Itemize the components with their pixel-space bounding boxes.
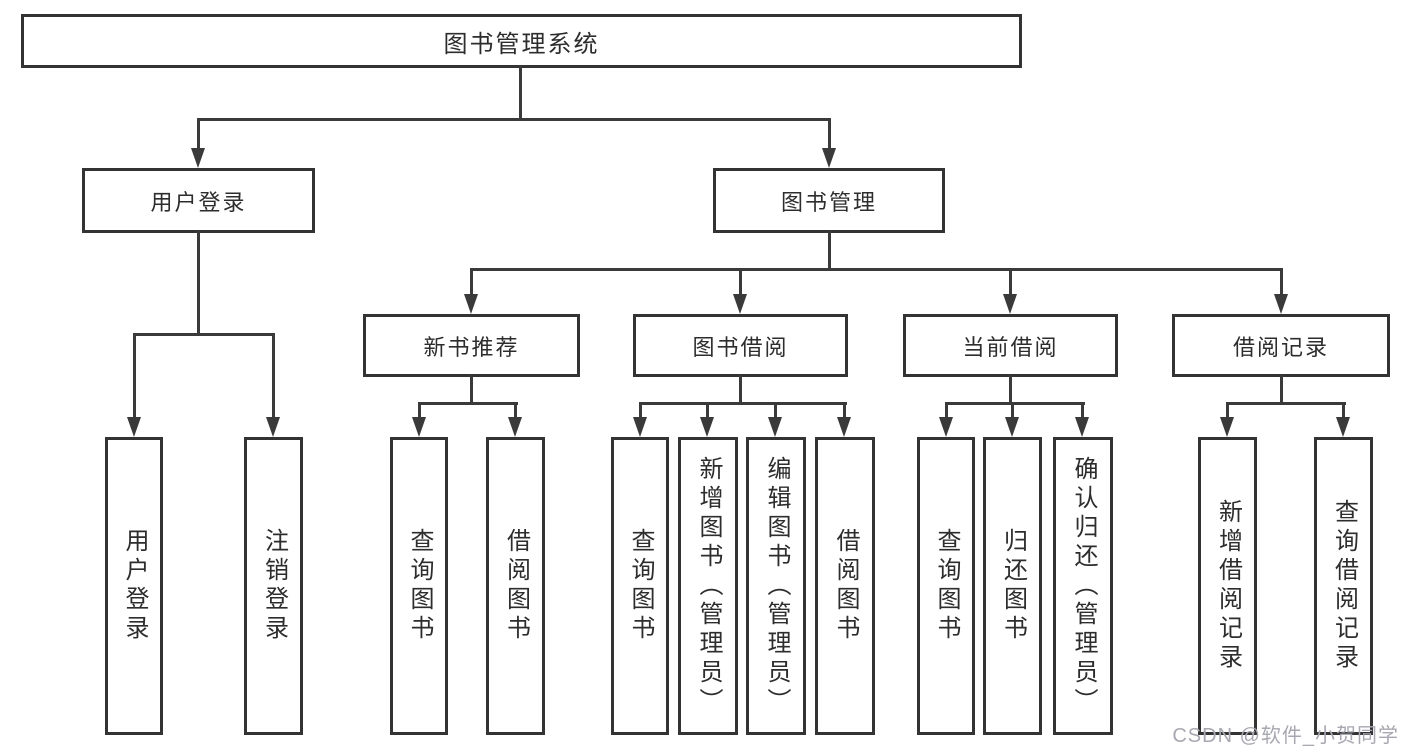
csdn-watermark: CSDN @软件_小贺同学 — [1172, 725, 1399, 747]
node-label: 图书管理系统 — [443, 30, 600, 58]
node-label: 新增图书（管理员） — [695, 455, 722, 717]
connector-line — [739, 268, 742, 298]
arrowhead-down-icon — [700, 417, 714, 437]
connector-line — [1280, 375, 1283, 405]
node-label: 借阅图书 — [502, 528, 530, 644]
leaf-add-borrow-record: 新增借阅记录 — [1198, 437, 1257, 735]
arrowhead-down-icon — [633, 417, 647, 437]
connector-line — [945, 402, 1085, 405]
node-label: 新书推荐 — [423, 334, 520, 360]
arrowhead-down-icon — [822, 148, 836, 168]
leaf-logout: 注销登录 — [244, 437, 303, 735]
node-borrow-records: 借阅记录 — [1172, 314, 1390, 377]
connector-line — [828, 231, 831, 271]
leaf-add-books-admin: 新增图书（管理员） — [678, 437, 738, 735]
node-label: 查询借阅记录 — [1330, 499, 1358, 673]
arrowhead-down-icon — [412, 417, 426, 437]
node-label: 新增借阅记录 — [1214, 499, 1242, 673]
arrowhead-down-icon — [127, 417, 141, 437]
connector-line — [197, 231, 200, 336]
arrowhead-down-icon — [1274, 294, 1288, 314]
connector-line — [774, 402, 777, 422]
node-label: 确认归还（管理员） — [1070, 455, 1097, 717]
node-label: 查询图书 — [406, 528, 433, 644]
node-book-borrowing: 图书借阅 — [633, 314, 848, 377]
leaf-query-books-current: 查询图书 — [917, 437, 975, 735]
connector-line — [272, 333, 275, 422]
node-label: 归还图书 — [999, 528, 1027, 644]
node-user-login: 用户登录 — [82, 168, 315, 233]
node-label: 用户登录 — [121, 528, 148, 644]
connector-line — [133, 333, 275, 336]
connector-line — [828, 118, 831, 151]
connector-line — [1009, 268, 1012, 298]
arrowhead-down-icon — [1005, 417, 1019, 437]
connector-line — [1226, 402, 1229, 422]
arrowhead-down-icon — [733, 294, 747, 314]
arrowhead-down-icon — [1336, 417, 1350, 437]
connector-line — [470, 268, 473, 298]
node-label: 图书借阅 — [692, 334, 789, 360]
leaf-user-login: 用户登录 — [105, 437, 163, 735]
connector-line — [945, 402, 948, 422]
connector-line — [1226, 402, 1346, 405]
leaf-query-books-borrowing: 查询图书 — [611, 437, 669, 735]
connector-line — [197, 118, 200, 151]
arrowhead-down-icon — [508, 417, 522, 437]
connector-line — [706, 402, 709, 422]
leaf-borrow-books: 借阅图书 — [815, 437, 875, 735]
connector-line — [843, 402, 846, 422]
arrowhead-down-icon — [266, 417, 280, 437]
node-label: 注销登录 — [260, 528, 288, 644]
node-label: 当前借阅 — [962, 334, 1059, 360]
connector-line — [197, 118, 831, 121]
node-current-borrowing: 当前借阅 — [903, 314, 1118, 377]
connector-line — [1011, 402, 1014, 422]
node-label: 借阅记录 — [1232, 334, 1329, 360]
leaf-confirm-return-admin: 确认归还（管理员） — [1053, 437, 1113, 735]
arrowhead-down-icon — [837, 417, 851, 437]
leaf-edit-books-admin: 编辑图书（管理员） — [746, 437, 806, 735]
connector-line — [133, 333, 136, 422]
connector-line — [1009, 375, 1012, 405]
leaf-borrow-books-recommend: 借阅图书 — [486, 437, 545, 735]
connector-line — [519, 66, 522, 120]
leaf-query-books-recommend: 查询图书 — [390, 437, 448, 735]
connector-line — [470, 268, 1283, 271]
node-label: 查询图书 — [627, 528, 654, 644]
node-library-management-system: 图书管理系统 — [21, 14, 1022, 68]
connector-line — [739, 375, 742, 405]
connector-line — [1342, 402, 1345, 422]
connector-line — [1081, 402, 1084, 422]
arrowhead-down-icon — [1075, 417, 1089, 437]
node-label: 图书管理 — [780, 189, 877, 215]
node-new-book-recommend: 新书推荐 — [363, 314, 580, 377]
connector-line — [470, 375, 473, 405]
arrowhead-down-icon — [1220, 417, 1234, 437]
node-book-management: 图书管理 — [713, 168, 945, 233]
node-label: 用户登录 — [150, 189, 247, 215]
connector-line — [418, 402, 421, 422]
leaf-return-books: 归还图书 — [983, 437, 1042, 735]
arrowhead-down-icon — [191, 148, 205, 168]
arrowhead-down-icon — [768, 417, 782, 437]
connector-line — [639, 402, 642, 422]
connector-line — [514, 402, 517, 422]
node-label: 借阅图书 — [832, 528, 859, 644]
leaf-query-borrow-record: 查询借阅记录 — [1314, 437, 1373, 735]
connector-line — [639, 402, 847, 405]
connector-line — [418, 402, 518, 405]
arrowhead-down-icon — [1003, 294, 1017, 314]
connector-line — [1280, 268, 1283, 298]
arrowhead-down-icon — [939, 417, 953, 437]
node-label: 查询图书 — [933, 528, 960, 644]
arrowhead-down-icon — [464, 294, 478, 314]
node-label: 编辑图书（管理员） — [763, 455, 790, 717]
